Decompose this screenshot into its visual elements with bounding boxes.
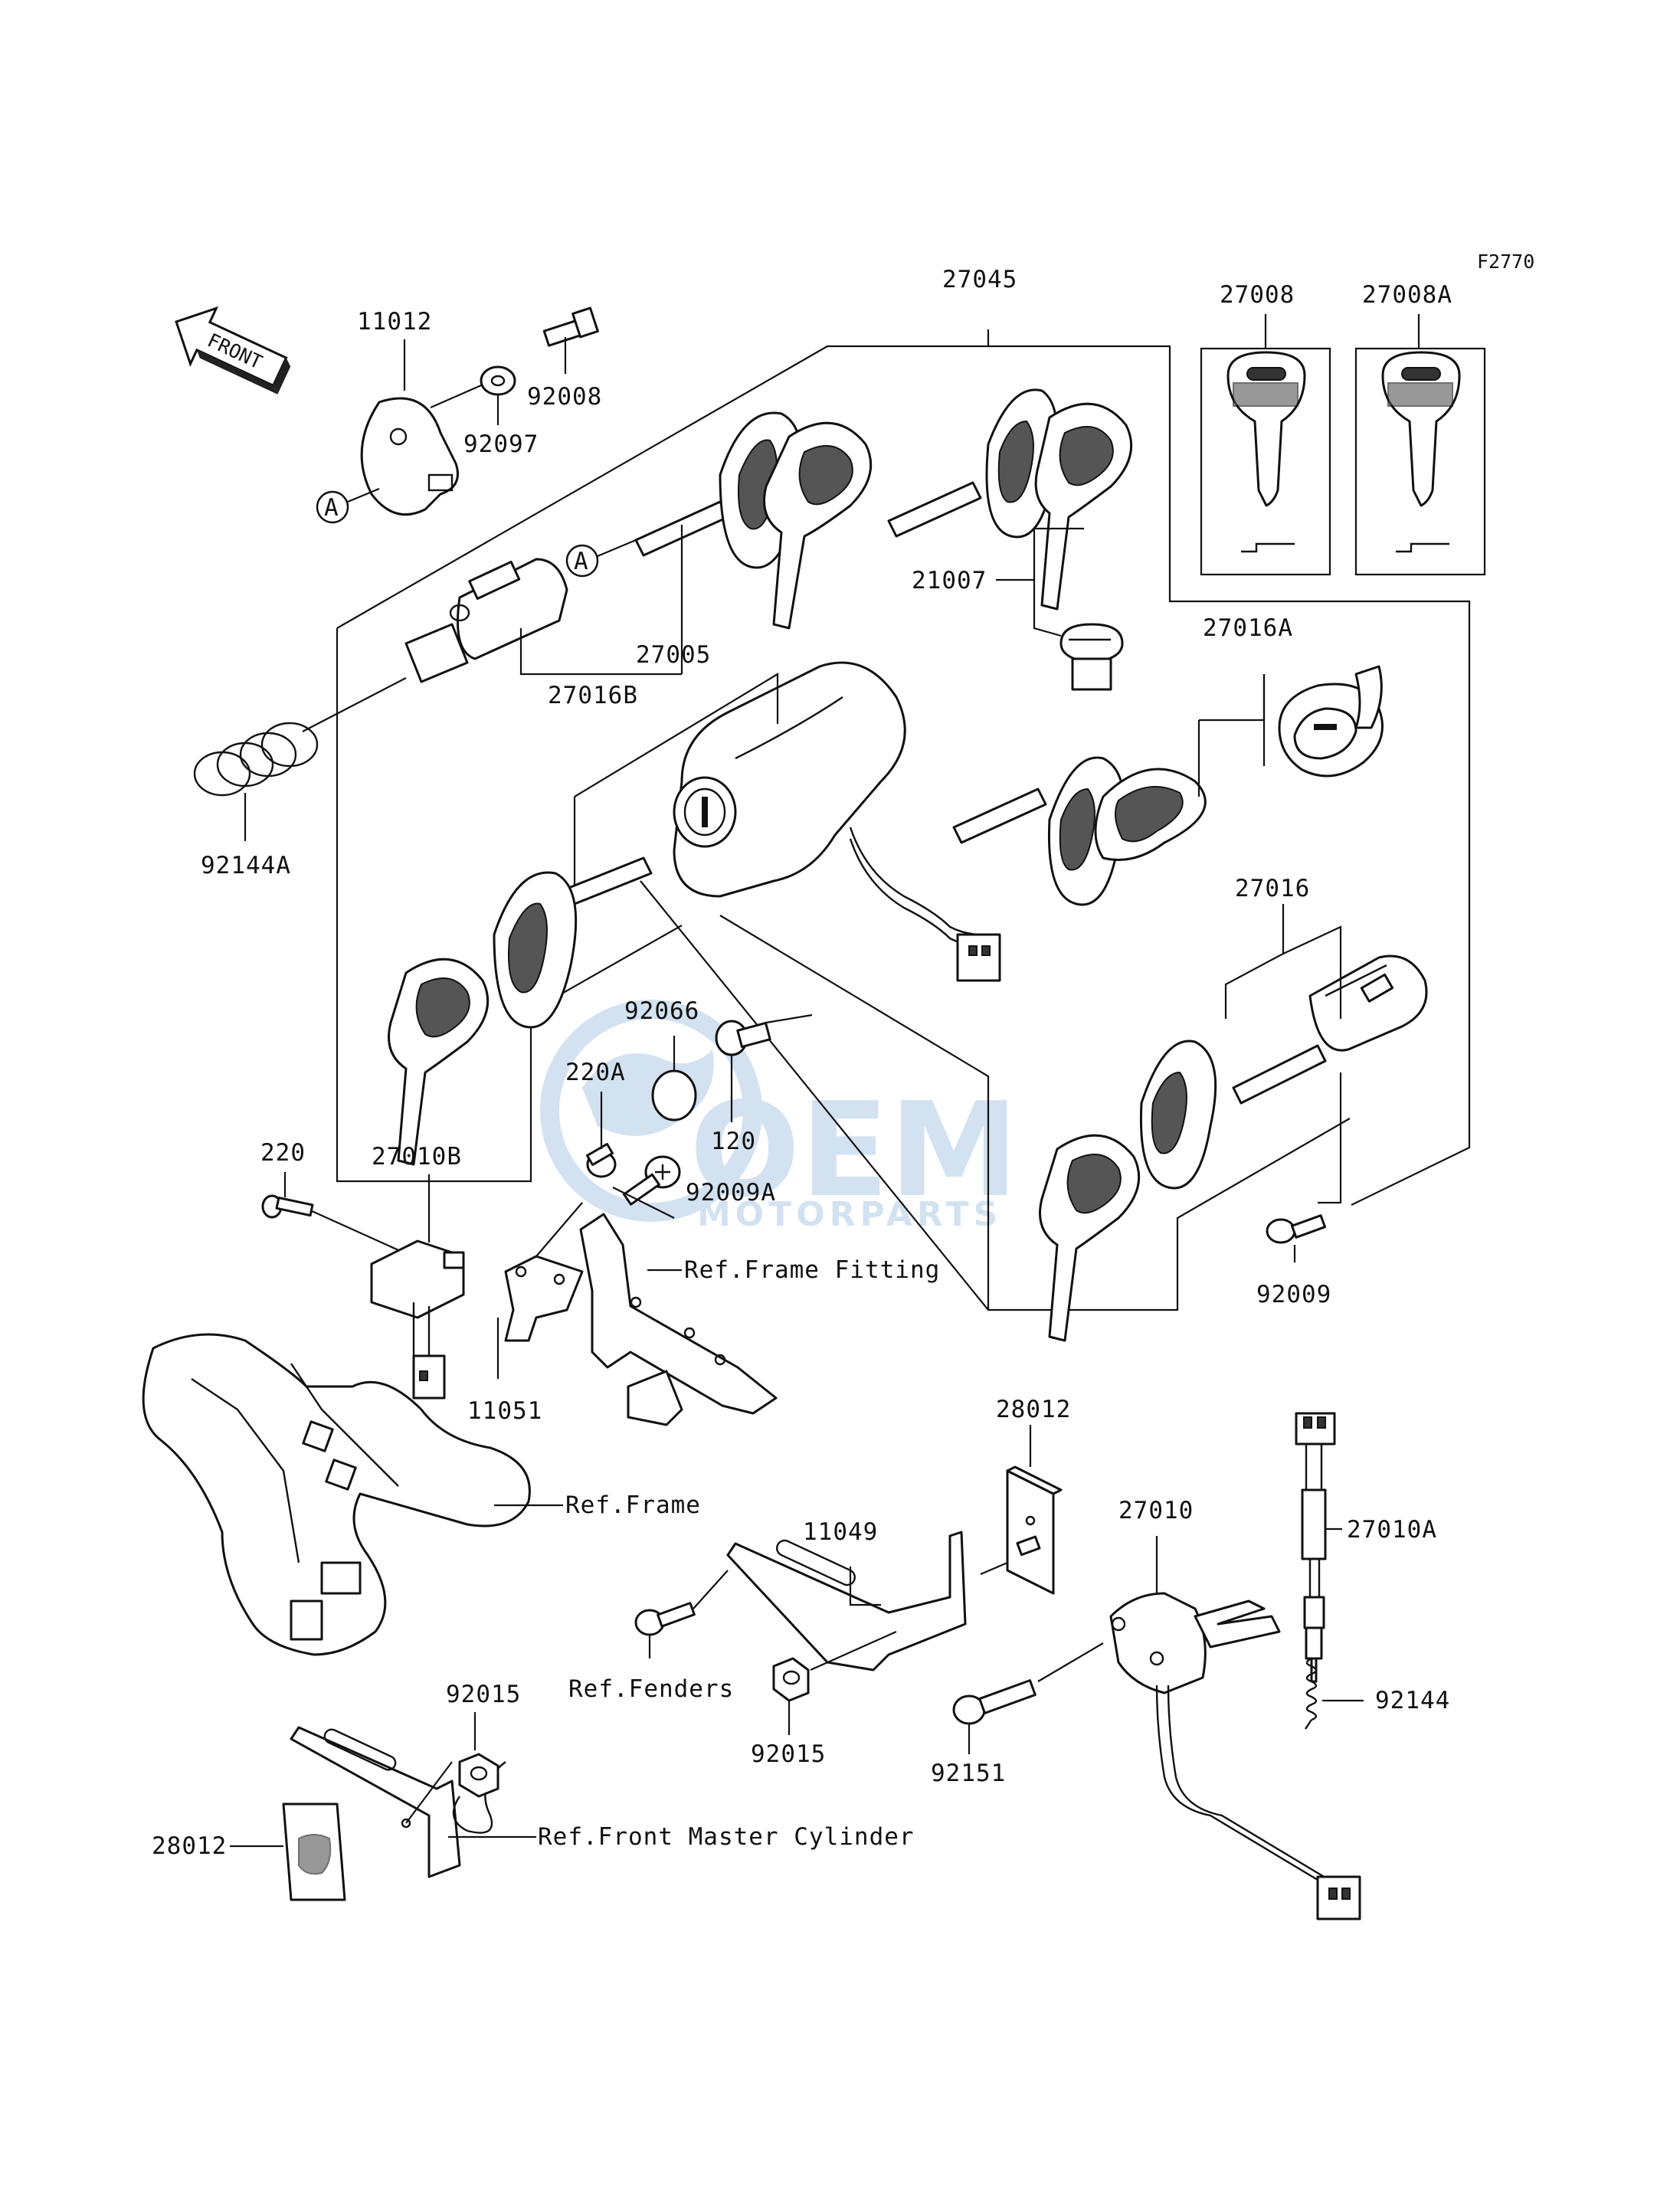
label-92144a: 92144A <box>201 852 291 879</box>
watermark: OEM MOTORPARTS <box>540 1000 1019 1234</box>
ref-frame-fitting: Ref.Frame Fitting <box>684 1256 940 1284</box>
part-92008 <box>542 306 599 347</box>
label-92015-left: 92015 <box>446 1681 521 1708</box>
label-27016b: 27016B <box>548 682 638 709</box>
label-92144: 92144 <box>1375 1687 1450 1714</box>
part-27008a-box <box>1354 347 1486 576</box>
label-27016: 27016 <box>1235 875 1310 902</box>
part-92015-mid <box>772 1657 810 1702</box>
part-92151 <box>952 1679 1036 1725</box>
watermark-sub: MOTORPARTS <box>697 1195 1002 1234</box>
label-27008a: 27008A <box>1362 281 1452 309</box>
svg-text:A: A <box>324 494 339 522</box>
watermark-brand: OEM <box>689 1075 1019 1226</box>
label-28012-lower: 28012 <box>152 1832 227 1860</box>
part-27010b <box>370 1239 465 1400</box>
frame-ref-illustration <box>142 1333 531 1656</box>
part-92144a <box>193 722 319 797</box>
label-92151: 92151 <box>931 1760 1006 1787</box>
label-92009: 92009 <box>1256 1281 1331 1308</box>
part-27008-box <box>1200 347 1331 576</box>
part-220 <box>261 1194 314 1219</box>
key-27016a <box>952 756 1207 906</box>
part-92009 <box>1266 1214 1327 1244</box>
label-220: 220 <box>260 1139 306 1167</box>
front-arrow-icon: FRONT <box>175 306 291 395</box>
part-27016 <box>1308 954 1428 1052</box>
label-27010a: 27010A <box>1347 1516 1437 1544</box>
part-27010 <box>1109 1592 1361 1920</box>
diagram-code: F2770 <box>1477 250 1534 273</box>
label-27016a: 27016A <box>1203 614 1293 642</box>
label-220a: 220A <box>565 1059 626 1086</box>
label-92008: 92008 <box>527 383 602 411</box>
label-11012: 11012 <box>357 308 432 336</box>
label-11049: 11049 <box>803 1518 878 1546</box>
label-11051: 11051 <box>467 1397 542 1425</box>
part-27005 <box>673 661 1001 982</box>
part-27016a <box>1278 665 1384 778</box>
label-27010: 27010 <box>1118 1497 1194 1524</box>
part-28012-lower <box>282 1802 346 1901</box>
svg-text:A: A <box>574 548 589 575</box>
label-21007: 21007 <box>912 567 987 594</box>
fender-bolt <box>634 1602 696 1636</box>
label-92009a: 92009A <box>686 1179 776 1207</box>
part-92015-left <box>458 1753 499 1798</box>
label-92097: 92097 <box>463 431 539 458</box>
ref-front-master-cylinder: Ref.Front Master Cylinder <box>538 1823 915 1851</box>
part-92066 <box>651 1069 697 1121</box>
part-21007 <box>1059 623 1124 691</box>
part-27016b <box>404 558 568 683</box>
key-27016 <box>1039 1040 1327 1342</box>
label-120: 120 <box>711 1128 756 1155</box>
part-220a <box>586 1142 617 1178</box>
part-120 <box>715 1020 771 1056</box>
key-upper-2 <box>887 388 1133 611</box>
part-11051 <box>504 1255 584 1342</box>
marker-a-2: A <box>565 544 599 578</box>
part-11012 <box>360 397 459 516</box>
label-27008: 27008 <box>1220 281 1295 309</box>
ref-frame: Ref.Frame <box>565 1491 701 1519</box>
lower-bracket <box>290 1726 461 1878</box>
part-11049 <box>726 1531 1041 1671</box>
label-92066: 92066 <box>624 997 699 1025</box>
ref-fenders: Ref.Fenders <box>568 1675 734 1703</box>
frame-fitting-bracket <box>579 1213 778 1426</box>
label-28012-upper: 28012 <box>996 1396 1071 1423</box>
marker-a-1: A <box>316 490 349 524</box>
label-92015-mid: 92015 <box>751 1740 826 1768</box>
key-left <box>388 856 653 1166</box>
key-upper-1 <box>634 411 873 630</box>
label-27010b: 27010B <box>372 1143 462 1171</box>
label-27045: 27045 <box>942 266 1017 293</box>
part-92144 <box>1305 1657 1318 1730</box>
part-27010a <box>1295 1412 1336 1683</box>
part-28012-upper <box>1006 1465 1063 1595</box>
part-92097 <box>480 365 516 396</box>
label-27005: 27005 <box>636 641 711 669</box>
